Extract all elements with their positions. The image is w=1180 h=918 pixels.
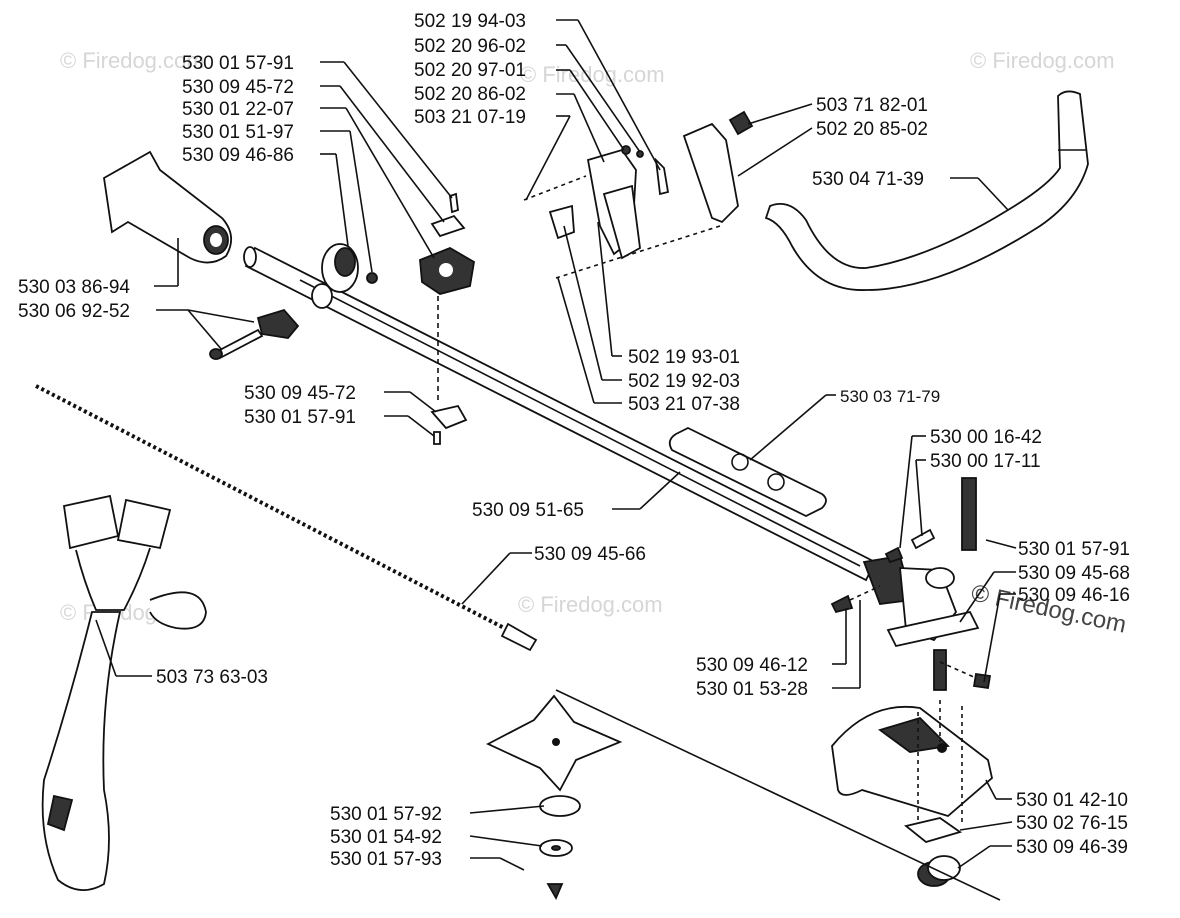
head-bolts-part: [830, 477, 992, 690]
mount-knob-part: [209, 308, 300, 360]
throttle-handle-part: [523, 145, 721, 279]
label-530-03-71-79: 530 03 71-79: [840, 387, 940, 406]
leader-lines: [95, 19, 1017, 901]
guard-plate-part: [903, 817, 963, 887]
label-530-03-86-94: 530 03 86-94: [18, 277, 130, 298]
watermark-top-left: © Firedog.com: [60, 48, 205, 73]
label-530-09-46-16: 530 09 46-16: [1018, 585, 1130, 606]
label-530-01-42-10: 530 01 42-10: [1016, 790, 1128, 811]
watermark-top-right: © Firedog.com: [970, 48, 1115, 73]
label-530-02-76-15: 530 02 76-15: [1016, 813, 1128, 834]
label-530-01-57-91-c: 530 01 57-91: [1018, 539, 1130, 560]
label-530-01-57-91-b: 530 01 57-91: [244, 407, 356, 428]
part-labels: 502 19 94-03 502 20 96-02 502 20 97-01 5…: [18, 11, 1130, 870]
label-530-09-46-12: 530 09 46-12: [696, 655, 808, 676]
label-502-20-85-02: 502 20 85-02: [816, 119, 928, 140]
label-502-19-94-03: 502 19 94-03: [414, 11, 526, 32]
loop-handle-part: [764, 90, 1089, 291]
guard-part: [831, 700, 993, 830]
label-530-01-51-97: 530 01 51-97: [182, 122, 294, 143]
label-530-09-46-86: 530 09 46-86: [182, 145, 294, 166]
label-530-00-17-11: 530 00 17-11: [930, 451, 1041, 472]
label-502-19-93-01: 502 19 93-01: [628, 347, 740, 368]
label-530-01-57-92: 530 01 57-92: [330, 804, 442, 825]
label-530-01-57-91-a: 530 01 57-91: [182, 53, 294, 74]
label-530-09-45-68: 530 09 45-68: [1018, 563, 1130, 584]
rear-grip-part: [103, 150, 232, 264]
label-530-09-45-66: 530 09 45-66: [534, 544, 646, 565]
label-503-21-07-38: 503 21 07-38: [628, 394, 740, 415]
main-shaft-part: [243, 246, 877, 582]
label-530-00-16-42: 530 00 16-42: [930, 427, 1042, 448]
label-530-04-71-39: 530 04 71-39: [812, 169, 924, 190]
label-530-06-92-52: 530 06 92-52: [18, 301, 130, 322]
label-530-01-54-92: 530 01 54-92: [330, 827, 442, 848]
label-502-20-97-01: 502 20 97-01: [414, 60, 526, 81]
label-530-09-46-39: 530 09 46-39: [1016, 837, 1128, 858]
label-502-20-86-02: 502 20 86-02: [414, 84, 526, 105]
watermark-bottom-center: © Firedog.com: [518, 592, 663, 617]
warning-decal-part: [668, 426, 827, 518]
label-503-73-63-03: 503 73 63-03: [156, 667, 268, 688]
blade-part: [485, 694, 623, 901]
harness-part: [41, 494, 207, 891]
label-503-71-82-01: 503 71 82-01: [816, 95, 928, 116]
gear-head-part: [862, 554, 980, 691]
label-502-19-92-03: 502 19 92-03: [628, 371, 740, 392]
shaft-clamp-part: [311, 243, 378, 309]
label-530-09-51-65: 530 09 51-65: [472, 500, 584, 521]
label-530-01-53-28: 530 01 53-28: [696, 679, 808, 700]
label-503-21-07-19: 503 21 07-19: [414, 107, 526, 128]
label-530-09-45-72-a: 530 09 45-72: [182, 77, 294, 98]
label-530-09-45-72-b: 530 09 45-72: [244, 383, 356, 404]
handle-knob-part: [419, 192, 475, 445]
throttle-cover-part: [682, 110, 754, 224]
label-530-01-57-93: 530 01 57-93: [330, 849, 442, 870]
label-502-20-96-02: 502 20 96-02: [414, 36, 526, 57]
drive-cable-part: [35, 384, 538, 652]
label-530-01-22-07: 530 01 22-07: [182, 99, 294, 120]
